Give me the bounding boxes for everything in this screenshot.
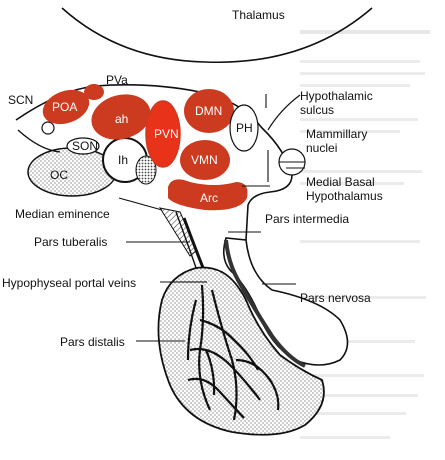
thalamus-outline [61, 7, 373, 64]
vmn-label: VMN [191, 153, 218, 167]
scn-label: SCN [8, 93, 33, 107]
label-line: Mammillary [306, 127, 367, 141]
optic-tract [17, 129, 61, 153]
pars-intermedia-label: Pars intermedia [265, 212, 349, 226]
ah-nucleus [91, 94, 151, 140]
dmn-nucleus [184, 89, 234, 133]
oc-label: OC [50, 168, 68, 182]
son-label: SON [72, 139, 98, 153]
median-eminence-shape [158, 207, 198, 257]
label-line: nuclei [306, 141, 337, 155]
dmn-label: DMN [195, 104, 222, 118]
median-eminence-label: Median eminence [15, 207, 110, 221]
leader-lines [118, 94, 305, 342]
portal-vein-network [186, 284, 280, 421]
poa-label: POA [52, 100, 77, 114]
pars-nervosa-label: Pars nervosa [300, 291, 371, 305]
pars-nervosa-shape [222, 237, 349, 366]
pva-label: PVa [106, 73, 128, 87]
label-line: Medial Basal [306, 175, 375, 189]
pars-intermedia-band [224, 239, 306, 368]
pvn-label: PVN [154, 127, 179, 141]
ph-nucleus [229, 104, 259, 152]
vmn-nucleus [180, 140, 230, 180]
background-print [300, 30, 430, 439]
pvn-nucleus [145, 100, 181, 168]
hypothalamic-sulcus-line [267, 94, 301, 131]
son-nucleus [66, 137, 100, 155]
poa-nucleus [42, 89, 90, 125]
pars-tuberalis-label: Pars tuberalis [34, 235, 107, 249]
label-line: Hypothalamic [300, 89, 373, 103]
hypophyseal-portal-veins-label: Hypophyseal portal veins [2, 276, 136, 290]
arc-label: Arc [200, 191, 218, 205]
pars-distalis-label: Pars distalis [60, 335, 125, 349]
ph-label: PH [236, 121, 253, 135]
ah-label: ah [115, 112, 128, 126]
ih-stipple [135, 155, 157, 185]
scn-nucleus [41, 121, 55, 135]
arc-nucleus [168, 179, 248, 211]
thalamus-label: Thalamus [232, 8, 285, 22]
label-line: Hypothalamus [306, 189, 383, 203]
label-line: sulcus [300, 103, 334, 117]
ih-label: Ih [118, 153, 128, 167]
pva-nucleus [84, 84, 104, 100]
